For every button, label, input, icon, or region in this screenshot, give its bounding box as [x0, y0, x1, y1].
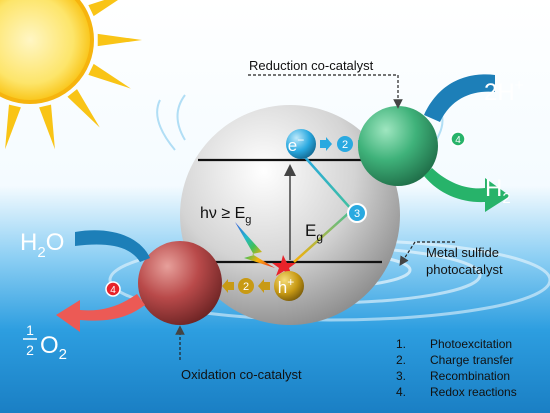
legend-text: Redox reactions	[430, 385, 517, 399]
badge-electron-transfer	[337, 136, 353, 152]
oxygen-formula: O2	[40, 332, 67, 363]
hydrogen-label: H2	[485, 175, 511, 207]
hole-label: h+	[278, 275, 294, 297]
sun-ray	[88, 63, 131, 89]
legend-text: Charge transfer	[430, 353, 513, 367]
legend-num: 3.	[396, 369, 406, 383]
oxidation-cocatalyst-label: Oxidation co-catalyst	[181, 367, 302, 382]
legend-text: Recombination	[430, 369, 510, 383]
badge-recombination-label: 3	[354, 208, 360, 220]
badge-hole-transfer	[238, 278, 254, 294]
legend-num: 2.	[396, 353, 406, 367]
hole-transfer-arrow-1	[258, 279, 270, 293]
badge-oxidation	[105, 281, 121, 297]
photocatalyst-callout-line	[399, 241, 455, 267]
badge-reduction	[450, 131, 466, 147]
photocatalyst-label: photocatalyst	[426, 262, 503, 277]
reduction-callout-line	[248, 74, 403, 109]
metal-sulfide-label: Metal sulfide	[426, 245, 499, 260]
water-arrow	[75, 230, 150, 262]
proton-label: 2H+	[484, 77, 524, 106]
oxygen-arrow	[56, 294, 145, 332]
process-legend: 1. Photoexcitation 2. Charge transfer 3.…	[396, 337, 517, 399]
oxidation-cocatalyst-sphere	[138, 241, 222, 325]
hole-transfer-arrow-2	[222, 279, 234, 293]
excitation-star-icon	[272, 255, 296, 276]
reduction-cocatalyst-label: Reduction co-catalyst	[249, 58, 374, 73]
badge-electron-transfer-label: 2	[342, 139, 348, 151]
sun-ray	[5, 104, 21, 150]
hole-particle	[274, 271, 304, 301]
badge-recombination	[347, 203, 367, 223]
legend-num: 4.	[396, 385, 406, 399]
badge-oxidation-label: 4	[110, 285, 116, 296]
badge-reduction-label: 4	[455, 135, 461, 146]
sun-ray	[39, 104, 55, 150]
sun-icon	[0, 0, 142, 150]
badge-hole-transfer-label: 2	[243, 281, 249, 293]
oxygen-numerator: 1	[26, 322, 34, 338]
electron-label: e−	[288, 133, 304, 155]
electron-particle	[286, 129, 316, 159]
sun-ray	[97, 33, 142, 47]
water-label: H2O	[20, 229, 64, 261]
hydrogen-arrow	[424, 168, 510, 212]
sun-ray	[67, 89, 100, 128]
oxygen-denominator: 2	[26, 342, 34, 358]
photon-icon	[235, 222, 275, 268]
bandgap-label: Eg	[305, 221, 323, 244]
excitation-label: hν ≥ Eg	[200, 205, 251, 226]
proton-arrow	[424, 74, 495, 122]
legend-text: Photoexcitation	[430, 337, 512, 351]
reduction-cocatalyst-sphere	[358, 106, 438, 186]
sun-ray	[88, 0, 118, 17]
electron-transfer-arrow-1	[320, 137, 332, 151]
legend-num: 1.	[396, 337, 406, 351]
oxygen-label: 1 2 O2	[23, 322, 67, 363]
